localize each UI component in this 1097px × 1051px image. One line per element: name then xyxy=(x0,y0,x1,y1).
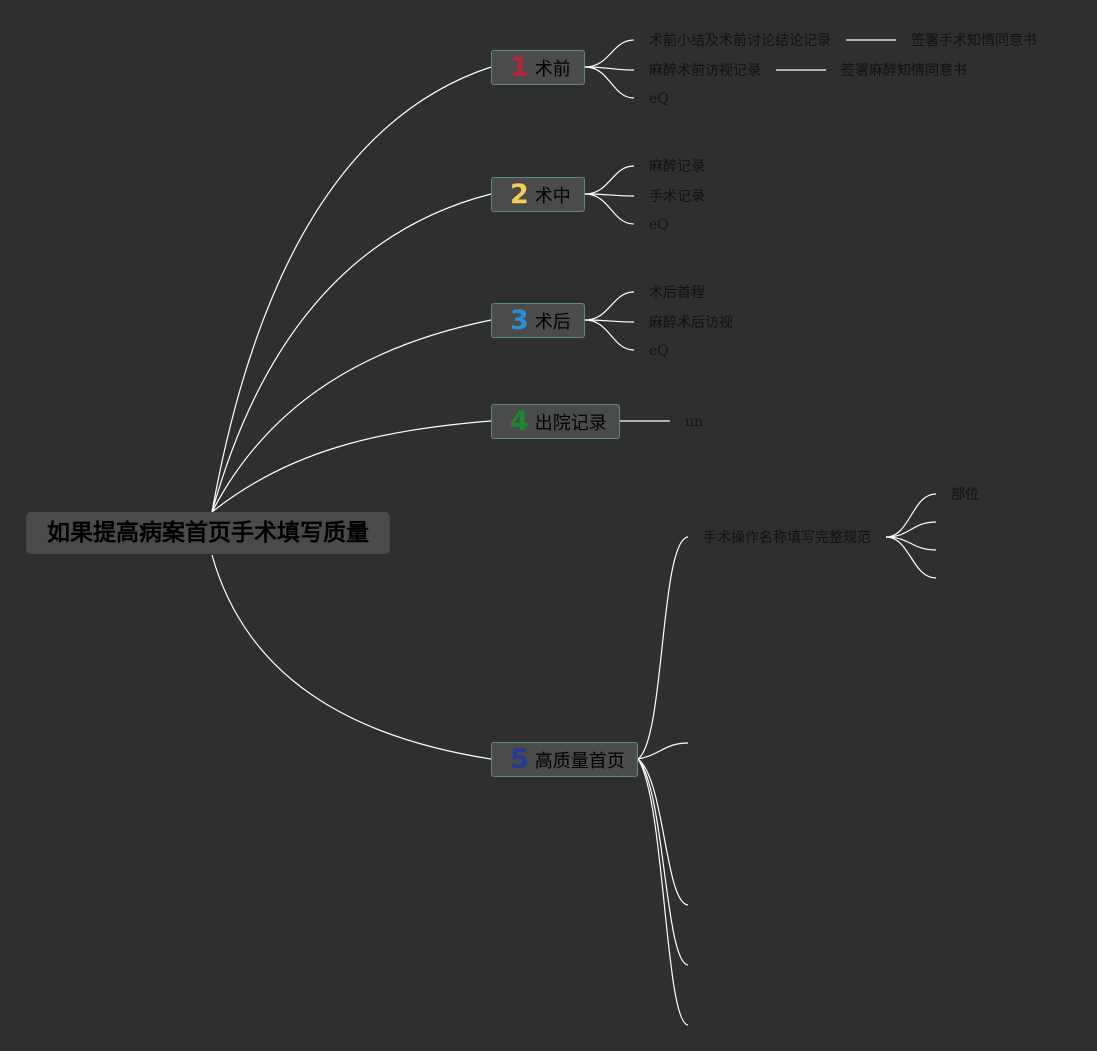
link-t5-c3 xyxy=(637,758,689,906)
leaf-t2-eq[interactable]: eQ xyxy=(649,217,669,233)
leaf-t1-eq[interactable]: eQ xyxy=(649,91,669,107)
topic-postoperative[interactable]: 3 术后 xyxy=(491,303,585,338)
leaf-t3-eq[interactable]: eQ xyxy=(649,343,669,359)
topic-discharge-record[interactable]: 4 出院记录 xyxy=(491,404,620,439)
leaf-postop-first-course[interactable]: 术后首程 xyxy=(649,285,705,301)
number-badge-1: 1 xyxy=(510,52,529,83)
link-root-topic4 xyxy=(211,420,492,513)
link-t5-c4 xyxy=(637,758,689,966)
leaf-site[interactable]: 部位 xyxy=(951,487,979,503)
number-badge-5: 5 xyxy=(510,744,529,775)
link-t2-c1 xyxy=(584,165,635,195)
link-t5-c2 xyxy=(637,742,689,760)
link-t5-c1-s1 xyxy=(885,493,937,538)
link-root-topic2 xyxy=(211,193,492,513)
number-badge-2: 2 xyxy=(510,179,529,210)
leaf-preop-anesthesia-visit[interactable]: 麻醉术前访视记录 xyxy=(649,63,761,79)
link-t1-c3 xyxy=(584,66,635,99)
link-t5-c1 xyxy=(637,536,689,760)
topic-high-quality-homepage[interactable]: 5 高质量首页 xyxy=(491,742,638,777)
link-root-topic3 xyxy=(211,319,492,513)
leaf-operation-name-standard[interactable]: 手术操作名称填写完整规范 xyxy=(703,530,871,546)
leaf-postop-anesthesia-visit[interactable]: 麻醉术后访视 xyxy=(649,315,733,331)
leaf-anesthesia-record[interactable]: 麻醉记录 xyxy=(649,159,705,175)
link-t1-c1 xyxy=(584,39,635,68)
topic-preoperative[interactable]: 1 术前 xyxy=(491,50,585,85)
link-t3-c3 xyxy=(584,319,635,351)
topic-label: 高质量首页 xyxy=(534,750,625,772)
link-t5-c1-s2 xyxy=(885,521,937,538)
topic-label: 术中 xyxy=(534,185,571,207)
link-root-topic5 xyxy=(211,554,492,760)
topic-label: 出院记录 xyxy=(534,412,607,434)
leaf-anesthesia-consent[interactable]: 签署麻醉知情同意书 xyxy=(841,63,967,79)
link-t5-c5 xyxy=(637,758,689,1026)
leaf-t4-un[interactable]: un xyxy=(685,414,704,430)
leaf-preop-summary[interactable]: 术前小结及术前讨论结论记录 xyxy=(649,33,831,49)
topic-intraoperative[interactable]: 2 术中 xyxy=(491,177,585,212)
link-root-topic1 xyxy=(211,66,492,513)
topic-label: 术前 xyxy=(534,58,571,80)
link-t5-c1-s4 xyxy=(885,536,937,579)
link-t3-c1 xyxy=(584,291,635,321)
link-t2-c3 xyxy=(584,193,635,225)
number-badge-4: 4 xyxy=(510,406,529,437)
leaf-surgery-consent[interactable]: 签署手术知情同意书 xyxy=(911,33,1037,49)
root-topic[interactable]: 如果提高病案首页手术填写质量 xyxy=(26,512,390,554)
leaf-surgery-record[interactable]: 手术记录 xyxy=(649,189,705,205)
number-badge-3: 3 xyxy=(510,305,529,336)
topic-label: 术后 xyxy=(534,311,571,333)
